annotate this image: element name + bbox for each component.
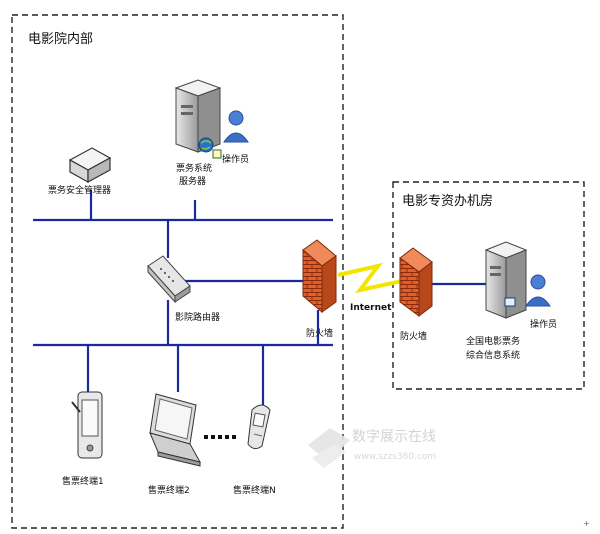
terminal-n-label: 售票终端N	[233, 484, 276, 496]
phone-icon	[247, 404, 271, 450]
firewall-icon	[302, 239, 337, 314]
special-office-region	[392, 181, 585, 390]
pda-icon	[71, 391, 103, 459]
operator-office-label: 操作员	[530, 318, 557, 330]
special-office-title: 电影专资办机房	[402, 193, 493, 209]
cinema-internal-region	[11, 14, 344, 529]
server-icon	[174, 79, 222, 159]
cinema-internal-title: 电影院内部	[28, 31, 93, 47]
router-icon	[147, 255, 191, 304]
national-system-label-2: 综合信息系统	[466, 349, 520, 361]
laptop-icon	[149, 393, 201, 467]
ticket-system-server-label-1: 票务系统	[176, 162, 212, 174]
firewall-cinema-label: 防火墙	[306, 327, 333, 339]
watermark: 数字展示在线 www.szzs360.com	[308, 428, 436, 468]
watermark-url: www.szzs360.com	[354, 452, 436, 462]
terminal-2-label: 售票终端2	[148, 484, 190, 496]
operator-cinema-label: 操作员	[222, 153, 249, 165]
watermark-logo-icon	[308, 428, 350, 468]
ticket-security-manager-label: 票务安全管理器	[48, 184, 111, 196]
firewall-icon	[399, 247, 433, 318]
server-icon	[484, 241, 528, 319]
firewall-office-label: 防火墙	[400, 330, 427, 342]
cinema-router-label: 影院路由器	[175, 311, 220, 323]
internet-label: Internet	[350, 303, 392, 313]
corner-mark: +	[583, 519, 590, 528]
national-system-label-1: 全国电影票务	[466, 335, 520, 347]
watermark-text: 数字展示在线	[352, 429, 436, 445]
security-box-icon	[68, 147, 112, 184]
network-lines	[33, 190, 490, 405]
person-icon	[223, 110, 249, 143]
ellipsis-dots	[204, 435, 236, 439]
lightning-icon	[337, 262, 403, 294]
person-icon	[525, 274, 551, 307]
ticket-system-server-label-2: 服务器	[179, 175, 206, 187]
terminal-1-label: 售票终端1	[62, 475, 104, 487]
